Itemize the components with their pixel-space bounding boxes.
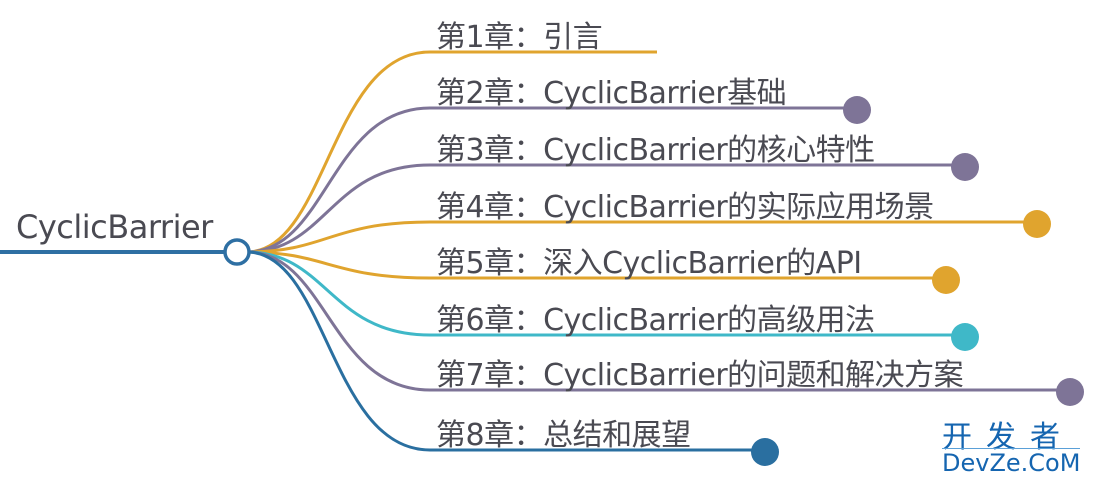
branch-label-chapter-5[interactable]: 第5章：深入CyclicBarrier的API (436, 246, 862, 281)
branch-label-chapter-2[interactable]: 第2章：CyclicBarrier基础 (436, 76, 787, 111)
branch-line (246, 163, 955, 254)
root-node-label[interactable]: CyclicBarrier (16, 208, 213, 246)
branch-label-chapter-8[interactable]: 第8章：总结和展望 (436, 418, 691, 453)
branch-label-chapter-1[interactable]: 第1章：引言 (436, 20, 603, 55)
branch-end-dot (1056, 378, 1084, 406)
branch-end-dot (1023, 210, 1051, 238)
branch-end-dot (751, 438, 779, 466)
branch-label-chapter-6[interactable]: 第6章：CyclicBarrier的高级用法 (436, 303, 875, 338)
branch-line (246, 220, 1027, 254)
branch-line (246, 250, 955, 337)
root-node-circle (223, 238, 251, 266)
branch-line (246, 250, 1060, 392)
branch-label-chapter-7[interactable]: 第7章：CyclicBarrier的问题和解决方案 (436, 358, 964, 393)
watermark-cn: 开发者 (942, 420, 1074, 455)
branch-label-chapter-4[interactable]: 第4章：CyclicBarrier的实际应用场景 (436, 190, 934, 225)
branch-end-dot (951, 323, 979, 351)
branch-line (246, 250, 936, 280)
watermark-en: DevZe.CoM (942, 448, 1081, 477)
branch-line (246, 106, 847, 254)
branch-end-dot (843, 96, 871, 124)
branch-line (246, 250, 755, 452)
branch-line (246, 50, 657, 254)
branch-end-dot (932, 266, 960, 294)
branch-end-dot (951, 153, 979, 181)
branch-label-chapter-3[interactable]: 第3章：CyclicBarrier的核心特性 (436, 133, 875, 168)
